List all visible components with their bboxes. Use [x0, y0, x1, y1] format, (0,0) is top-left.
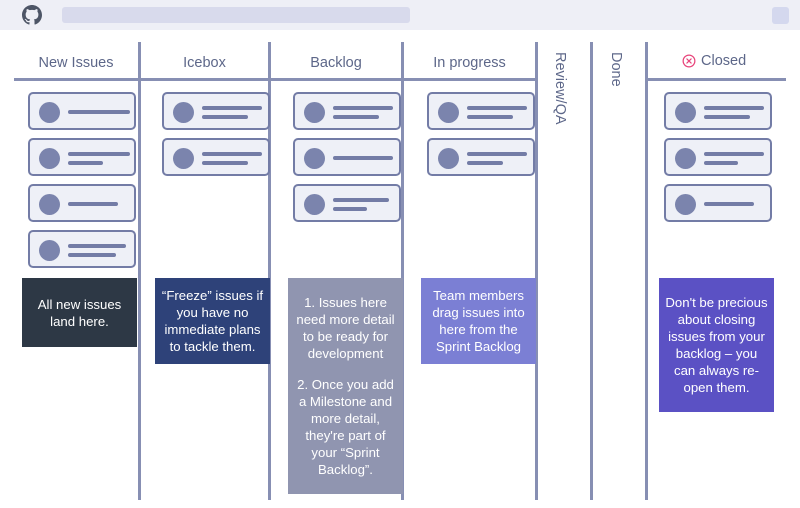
- avatar: [304, 194, 325, 215]
- card-text-line: [202, 152, 262, 156]
- issue-card[interactable]: [293, 184, 401, 222]
- avatar: [675, 148, 696, 169]
- avatar: [438, 102, 459, 123]
- header-rule-right: [645, 78, 786, 81]
- card-text-line: [333, 156, 393, 160]
- avatar: [438, 148, 459, 169]
- card-text-line: [68, 152, 130, 156]
- card-text-line: [704, 161, 738, 165]
- column-divider-5: [590, 42, 593, 500]
- note-icebox: “Freeze” issues if you have no immediate…: [155, 278, 270, 364]
- column-divider-3: [401, 42, 404, 500]
- avatar: [39, 148, 60, 169]
- issue-card[interactable]: [28, 184, 136, 222]
- column-title-in-progress: In progress: [433, 55, 506, 71]
- avatar: [304, 148, 325, 169]
- card-text-line: [202, 161, 248, 165]
- column-title-new-issues: New Issues: [38, 55, 114, 71]
- card-text-line: [467, 106, 527, 110]
- avatar: [39, 102, 60, 123]
- issue-card[interactable]: [162, 92, 270, 130]
- top-bar: [0, 0, 800, 30]
- card-text-line: [68, 253, 116, 257]
- issue-card[interactable]: [28, 230, 136, 268]
- issue-card[interactable]: [427, 92, 535, 130]
- card-text-line: [467, 161, 503, 165]
- note-paragraph: 1. Issues here need more detail to be re…: [296, 295, 395, 361]
- card-text-line: [333, 198, 389, 202]
- note-backlog: 1. Issues here need more detail to be re…: [288, 278, 403, 494]
- note-paragraph: 2. Once you add a Milestone and more det…: [297, 377, 394, 477]
- note-in-progress: Team members drag issues into here from …: [421, 278, 536, 364]
- avatar-placeholder-icon[interactable]: [772, 7, 789, 24]
- issue-card[interactable]: [664, 92, 772, 130]
- avatar: [39, 240, 60, 261]
- card-text-line: [202, 115, 248, 119]
- column-title-closed-wrap: Closed: [682, 53, 746, 69]
- issue-card[interactable]: [28, 138, 136, 176]
- avatar: [304, 102, 325, 123]
- note-paragraph: “Freeze” issues if you have no immediate…: [161, 288, 264, 354]
- kanban-board: New Issues Icebox Backlog In progress Re…: [0, 30, 800, 508]
- column-divider-2: [268, 42, 271, 500]
- card-text-line: [704, 152, 764, 156]
- card-text-line: [467, 152, 527, 156]
- issue-card[interactable]: [427, 138, 535, 176]
- column-divider-6: [645, 42, 648, 500]
- card-text-line: [202, 106, 262, 110]
- avatar: [675, 102, 696, 123]
- card-text-line: [333, 207, 367, 211]
- card-text-line: [704, 106, 764, 110]
- column-title-backlog: Backlog: [310, 55, 362, 71]
- note-paragraph: Team members drag issues into here from …: [432, 288, 525, 354]
- issue-card[interactable]: [162, 138, 270, 176]
- card-text-line: [333, 106, 393, 110]
- card-text-line: [68, 202, 118, 206]
- card-text-line: [467, 115, 513, 119]
- note-paragraph: All new issues land here.: [37, 296, 122, 329]
- card-text-line: [333, 115, 379, 119]
- column-title-review-qa: Review/QA: [552, 52, 568, 125]
- column-title-done: Done: [608, 52, 624, 87]
- column-divider-1: [138, 42, 141, 500]
- search-input[interactable]: [62, 7, 410, 23]
- header-rule-left: [14, 78, 535, 81]
- github-octocat-icon[interactable]: [22, 5, 42, 25]
- column-title-closed: Closed: [701, 53, 747, 69]
- card-text-line: [68, 110, 130, 114]
- closed-circle-x-icon: [682, 54, 696, 68]
- column-divider-4: [535, 42, 538, 500]
- issue-card[interactable]: [293, 138, 401, 176]
- issue-card[interactable]: [664, 138, 772, 176]
- column-title-icebox: Icebox: [183, 55, 226, 71]
- issue-card[interactable]: [28, 92, 136, 130]
- avatar: [173, 148, 194, 169]
- avatar: [675, 194, 696, 215]
- avatar: [39, 194, 60, 215]
- note-new-issues: All new issues land here.: [22, 278, 137, 347]
- card-text-line: [68, 161, 103, 165]
- card-text-line: [704, 115, 750, 119]
- avatar: [173, 102, 194, 123]
- card-text-line: [704, 202, 754, 206]
- note-closed: Don't be precious about closing issues f…: [659, 278, 774, 412]
- card-text-line: [68, 244, 126, 248]
- issue-card[interactable]: [664, 184, 772, 222]
- issue-card[interactable]: [293, 92, 401, 130]
- note-paragraph: Don't be precious about closing issues f…: [665, 295, 768, 395]
